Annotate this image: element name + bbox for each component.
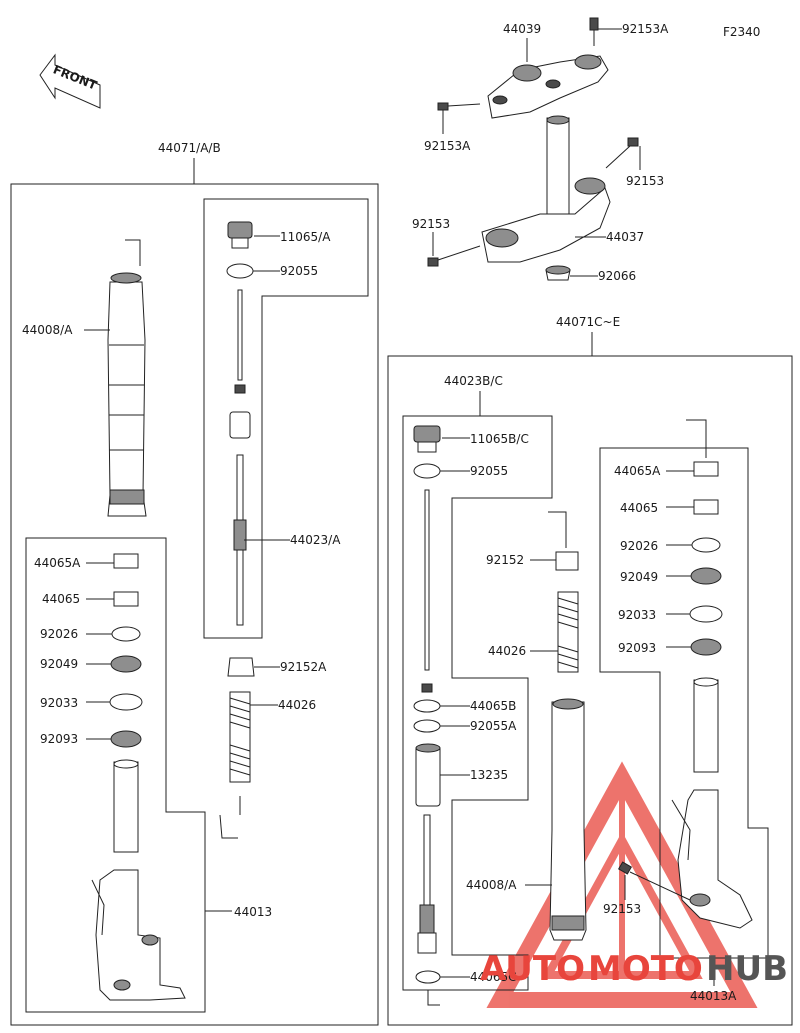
- right-spring-icon: [557, 591, 579, 673]
- lower-bracket: [481, 177, 611, 263]
- label-44065a-left: 44065A: [34, 556, 81, 570]
- label-44071c-e: 44071C~E: [556, 315, 620, 329]
- bolt-stem-right-icon: [605, 137, 639, 169]
- label-92152a: 92152A: [280, 660, 327, 674]
- label-92153a-left: 92153A: [424, 139, 471, 153]
- label-44008-a-right: 44008/A: [466, 878, 517, 892]
- left-inner-tube: [91, 759, 186, 1001]
- front-arrow-icon: FRONT: [39, 53, 101, 109]
- label-44026-right: 44026: [488, 644, 526, 658]
- right-clip-icon: [689, 605, 723, 623]
- label-11065b-c: 11065B/C: [470, 432, 529, 446]
- label-44026-left: 44026: [278, 698, 316, 712]
- right-oring-a-icon: [413, 719, 441, 733]
- label-44065b: 44065B: [470, 699, 516, 713]
- left-seal-icon: [110, 655, 142, 673]
- label-44065-right: 44065: [620, 501, 658, 515]
- left-outer-tube: [107, 239, 147, 517]
- left-cap-icon: [227, 221, 253, 249]
- right-washer-icon: [691, 537, 721, 553]
- right-nut-leader: [548, 511, 567, 548]
- label-92153a-top: 92153A: [622, 22, 669, 36]
- right-bush-c-leader: [427, 990, 440, 1006]
- left-bush-a-icon: [113, 553, 139, 569]
- label-92153-left: 92153: [412, 217, 450, 231]
- label-92093-left: 92093: [40, 732, 78, 746]
- label-92153-axle: 92153: [603, 902, 641, 916]
- right-axle-bolt-icon: [617, 861, 691, 901]
- right-lower-rod: [417, 814, 437, 954]
- watermark-part-1: AUTO: [480, 949, 585, 989]
- label-92055-left: 92055: [280, 264, 318, 278]
- right-bush-b-icon: [413, 699, 441, 713]
- watermark-part-3: HUB: [706, 949, 788, 989]
- label-44008-a-left: 44008/A: [22, 323, 73, 337]
- left-nut-icon: [227, 657, 255, 677]
- right-nut-icon: [555, 551, 579, 571]
- label-92049-right: 92049: [620, 570, 658, 584]
- right-dust-seal-icon: [690, 638, 722, 656]
- steering-stem: [546, 115, 570, 219]
- right-inner-tube: [671, 677, 753, 929]
- label-92026-left: 92026: [40, 627, 78, 641]
- right-bush-c-icon: [415, 970, 441, 984]
- label-92055-right: 92055: [470, 464, 508, 478]
- label-44013a: 44013A: [690, 989, 737, 1003]
- watermark-part-2: MOTO: [588, 949, 703, 989]
- label-92026-right: 92026: [620, 539, 658, 553]
- left-clip-icon: [109, 693, 143, 711]
- left-damper-rod: [229, 289, 251, 626]
- watermark-wordmark: AUTO MOTO HUB: [480, 949, 788, 989]
- label-44023-a: 44023/A: [290, 533, 341, 547]
- left-bush-icon: [113, 591, 139, 607]
- label-44071-a-b: 44071/A/B: [158, 141, 221, 155]
- upper-bracket: [487, 54, 609, 119]
- diagram-code: F2340: [723, 25, 760, 39]
- label-44065a-right: 44065A: [614, 464, 661, 478]
- label-92153-right: 92153: [626, 174, 664, 188]
- bolt-top-left-icon: [437, 102, 481, 111]
- label-92066: 92066: [598, 269, 636, 283]
- label-44065-left: 44065: [42, 592, 80, 606]
- right-bush-icon: [693, 499, 719, 515]
- bolt-top-right-icon: [589, 17, 599, 46]
- left-spring-icon: [219, 691, 251, 839]
- label-92049-left: 92049: [40, 657, 78, 671]
- left-oring-icon: [226, 263, 254, 279]
- bolt-stem-left-icon: [427, 245, 481, 267]
- right-oring-icon: [413, 463, 441, 479]
- right-outer-tube: [549, 698, 587, 941]
- right-rod-nut: [421, 683, 433, 693]
- label-11065-a: 11065/A: [280, 230, 331, 244]
- right-assembly-frame: [387, 355, 793, 1026]
- right-bush-a-leader: [686, 419, 707, 458]
- right-cap-icon: [413, 425, 441, 453]
- right-damper-rod: [424, 489, 430, 671]
- label-92093-right: 92093: [618, 641, 656, 655]
- left-assembly-frame: [10, 183, 379, 1026]
- right-seal-icon: [690, 567, 722, 585]
- left-washer-icon: [111, 626, 141, 642]
- right-bush-a-icon: [693, 461, 719, 477]
- label-92055a: 92055A: [470, 719, 517, 733]
- left-dust-seal-icon: [110, 730, 142, 748]
- right-damper-frame: [402, 415, 553, 991]
- left-lower-frame: [25, 537, 206, 1013]
- right-lower-frame: [599, 447, 769, 959]
- label-44065c: 44065C: [470, 970, 517, 984]
- label-44039: 44039: [503, 22, 541, 36]
- label-92152: 92152: [486, 553, 524, 567]
- label-44013: 44013: [234, 905, 272, 919]
- right-collar-icon: [415, 743, 441, 807]
- label-44037: 44037: [606, 230, 644, 244]
- stem-cap-icon: [545, 265, 571, 281]
- left-damper-frame: [203, 198, 369, 639]
- label-13235: 13235: [470, 768, 508, 782]
- label-92033-left: 92033: [40, 696, 78, 710]
- label-92033-right: 92033: [618, 608, 656, 622]
- label-44023b-c: 44023B/C: [444, 374, 503, 388]
